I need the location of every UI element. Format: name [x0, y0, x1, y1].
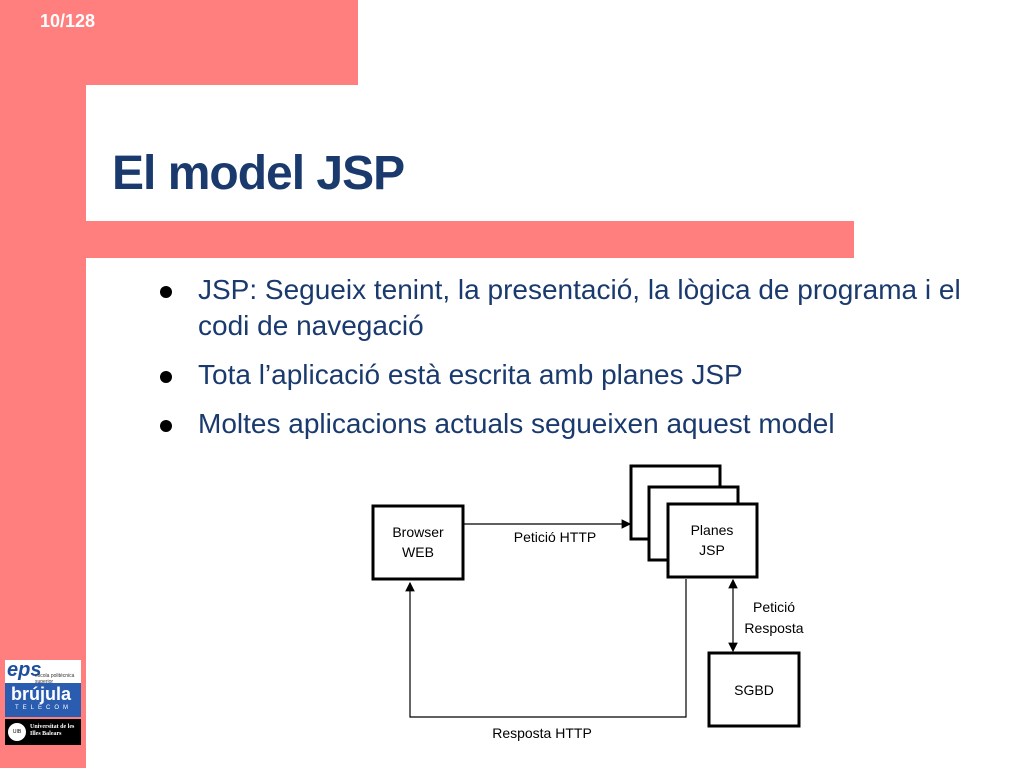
title-underline-band	[0, 221, 854, 258]
eps-logo-text: eps	[7, 659, 42, 681]
jsp-label-line2: JSP	[699, 542, 725, 558]
browser-label-line2: WEB	[402, 544, 434, 560]
browser-label-line1: Browser	[392, 524, 444, 540]
db-label-line2: Resposta	[744, 620, 803, 636]
top-accent-band	[0, 0, 358, 85]
uib-logo-line1: Universitat de les	[30, 724, 75, 730]
title-panel	[86, 85, 1024, 221]
left-accent-band	[0, 0, 86, 768]
brujula-logo: brújula TELECOM	[5, 683, 81, 717]
sgbd-label: SGBD	[734, 682, 774, 698]
uib-seal-icon: UIB	[8, 723, 26, 741]
uib-logo: UIB Universitat de les Illes Balears	[5, 719, 81, 745]
response-arrow	[405, 579, 687, 718]
page-number: 10/128	[40, 11, 96, 31]
brujula-logo-subtitle: TELECOM	[15, 705, 73, 711]
sgbd-box	[707, 651, 801, 728]
bullet-dot-icon	[160, 371, 172, 383]
bullet-text: JSP: Segueix tenint, la presentació, la …	[198, 274, 961, 341]
bullet-text: Moltes aplicacions actuals segueixen aqu…	[198, 408, 835, 439]
uib-logo-text: Universitat de les Illes Balears	[30, 724, 80, 738]
response-label: Resposta HTTP	[492, 725, 592, 741]
db-label-line1: Petició	[753, 599, 795, 615]
bullet-dot-icon	[160, 286, 172, 298]
uib-logo-line2: Illes Balears	[30, 731, 62, 737]
brujula-logo-text: brújula	[11, 684, 72, 704]
jsp-page-front	[666, 502, 759, 579]
bullet-item: JSP: Segueix tenint, la presentació, la …	[150, 272, 990, 344]
request-label: Petició HTTP	[514, 529, 596, 545]
bullet-list: JSP: Segueix tenint, la presentació, la …	[150, 272, 990, 455]
bullet-item: Tota l’aplicació està escrita amb planes…	[150, 357, 990, 393]
bullet-item: Moltes aplicacions actuals segueixen aqu…	[150, 406, 990, 442]
eps-logo: eps escola politècnica superior	[5, 659, 81, 685]
browser-box	[371, 504, 465, 581]
bullet-text: Tota l’aplicació està escrita amb planes…	[198, 359, 743, 390]
slide-title: El model JSP	[112, 147, 405, 200]
jsp-label-line1: Planes	[691, 522, 734, 538]
eps-logo-subtitle: escola politècnica superior	[35, 673, 75, 685]
bullet-dot-icon	[160, 420, 172, 432]
